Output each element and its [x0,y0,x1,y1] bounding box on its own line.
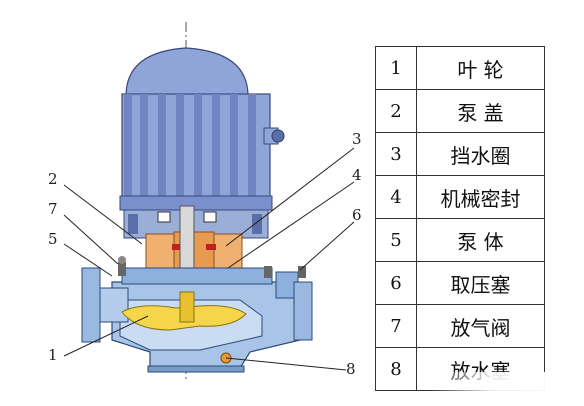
legend-number: 7 [375,304,417,348]
callout-1: 1 [48,346,58,364]
legend-number: 3 [375,132,417,176]
pressure-plug [264,266,306,278]
legend-number: 4 [375,175,417,219]
callout-leaders [63,147,355,371]
pump-base [147,365,245,373]
callout-8: 8 [346,360,356,378]
legend-number: 2 [375,89,417,133]
legend-number: 8 [375,347,417,391]
inlet-flange [81,267,129,343]
legend-number: 6 [375,261,417,305]
legend-row: 5 泵 体 [375,218,545,262]
motor [119,47,273,211]
callout-5: 5 [48,230,58,248]
legend-part-name: 放气阀 [416,304,545,348]
legend-row: 6 取压塞 [375,261,545,305]
legend-row: 2 泵 盖 [375,89,545,133]
callout-2: 2 [48,170,58,188]
parts-legend-table: 1 叶 轮 2 泵 盖 3 挡水圈 4 机械密封 5 泵 体 6 取压塞 7 放… [375,46,545,391]
legend-part-name: 泵 体 [416,218,545,262]
callout-3: 3 [352,130,362,148]
legend-part-name: 泵 盖 [416,89,545,133]
legend-part-name: 机械密封 [416,175,545,219]
legend-part-name: 叶 轮 [416,46,545,90]
legend-number: 5 [375,218,417,262]
legend-row: 1 叶 轮 [375,46,545,90]
outlet-flange [293,281,313,341]
vent-valve [118,256,126,276]
legend-row: 4 机械密封 [375,175,545,219]
callout-7: 7 [48,200,58,218]
callout-6: 6 [352,206,362,224]
legend-row: 3 挡水圈 [375,132,545,176]
legend-part-name: 取压塞 [416,261,545,305]
legend-number: 1 [375,46,417,90]
legend-row: 7 放气阀 [375,304,545,348]
watermark-fade [430,372,584,406]
impeller [121,291,247,331]
callout-4: 4 [352,166,362,184]
legend-part-name: 挡水圈 [416,132,545,176]
junction-box [263,127,285,145]
